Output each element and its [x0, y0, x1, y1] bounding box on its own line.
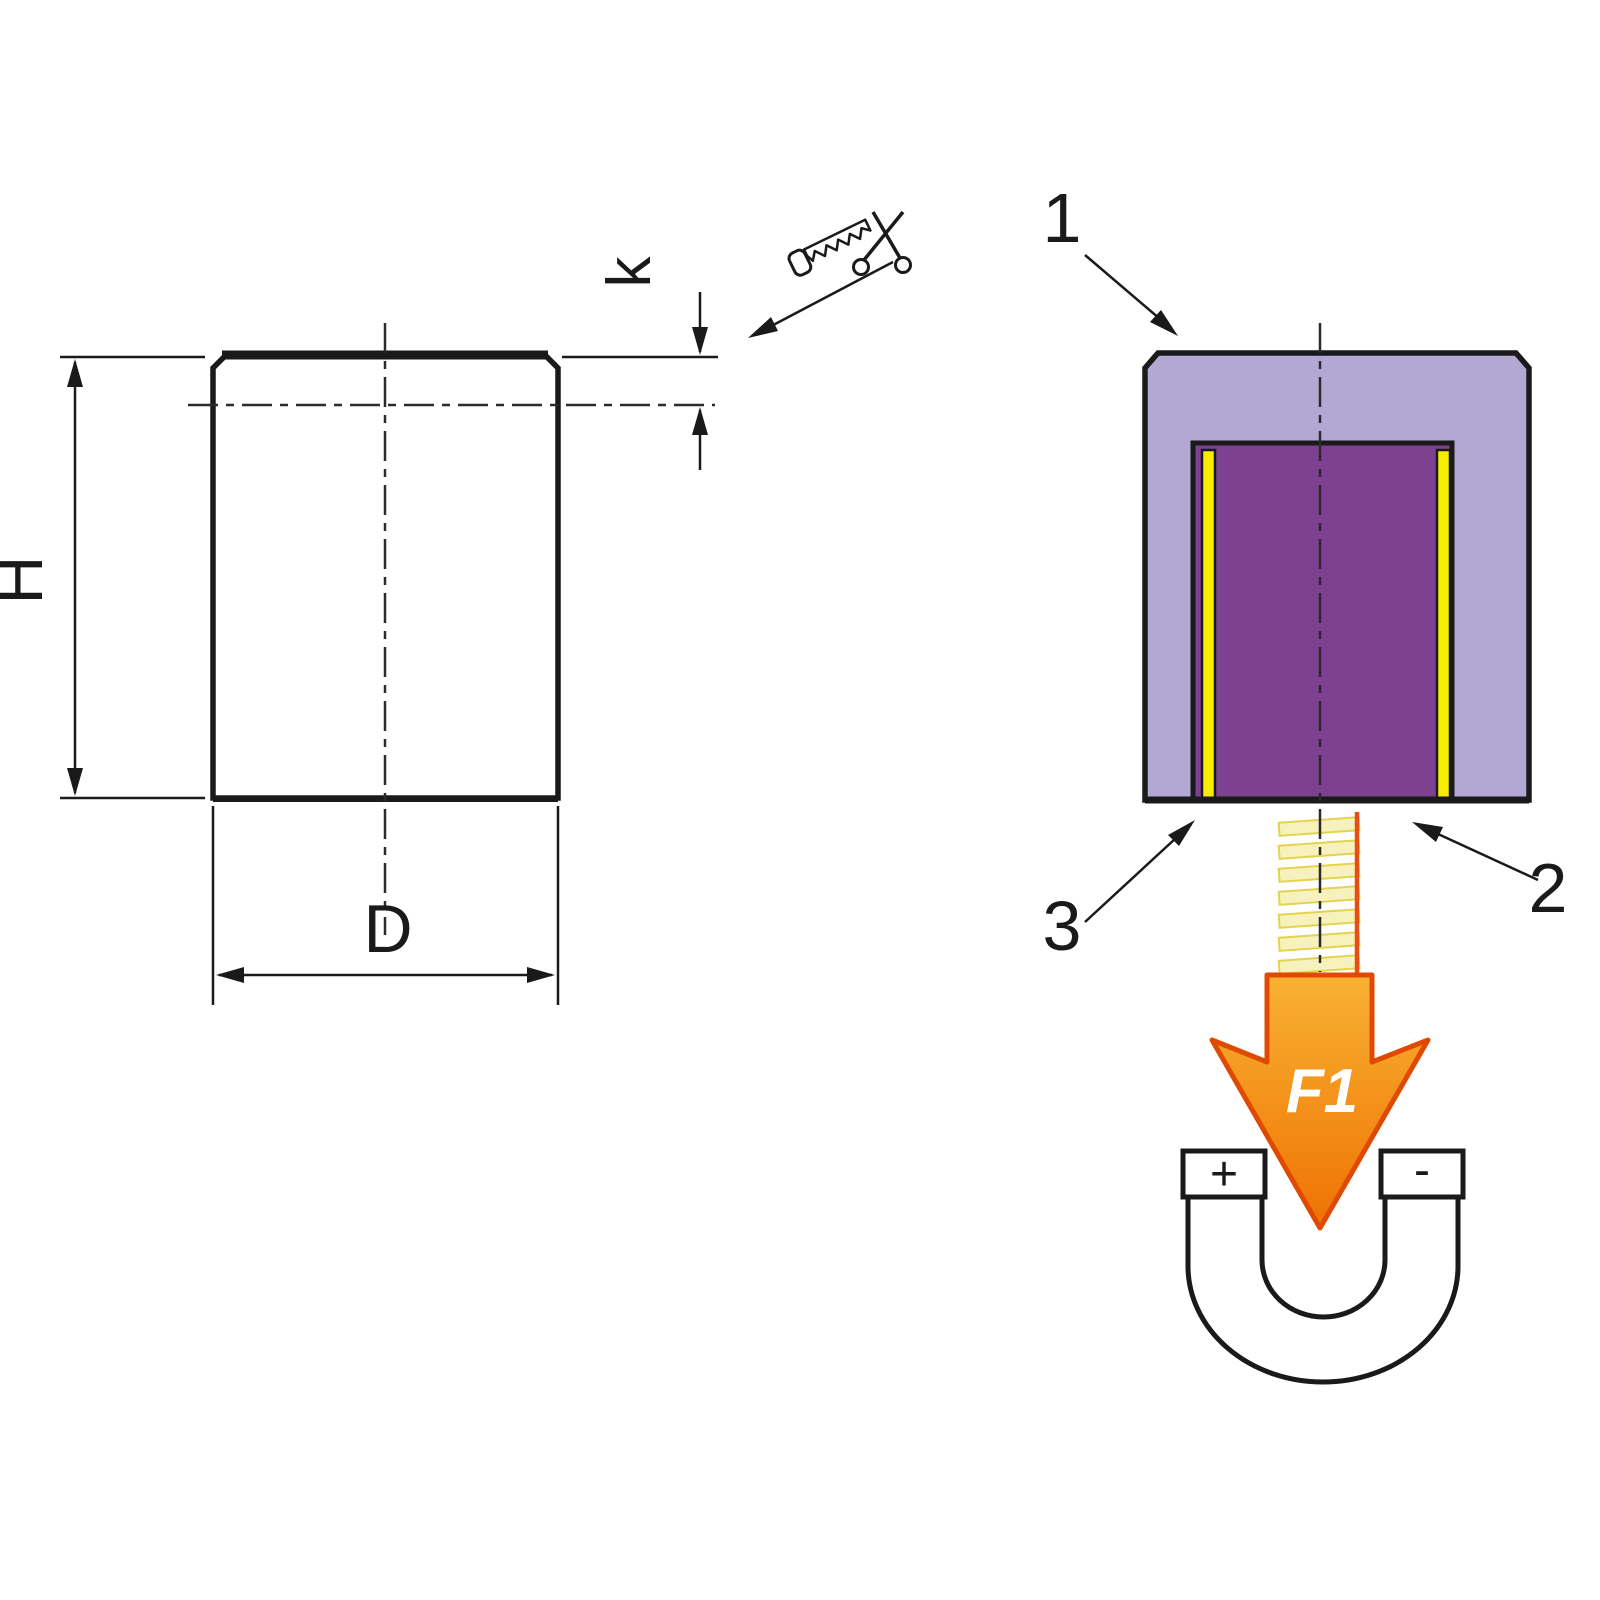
callout-3-label: 3: [1043, 887, 1082, 965]
saw-handle: [787, 248, 813, 277]
force-label: F1: [1286, 1057, 1358, 1126]
leader-arrowhead: [1168, 820, 1195, 846]
h-dimension: H: [0, 355, 205, 800]
leader-line: [759, 260, 894, 334]
leader-arrowhead: [748, 317, 778, 338]
pole-cap-plus: [1180, 1148, 1268, 1200]
leader-line: [1084, 254, 1161, 320]
force-arrow: F1: [1209, 972, 1431, 1231]
force-arrow-shape: [1209, 972, 1431, 1231]
arrowhead-right: [527, 967, 555, 983]
scissors-blade: [862, 210, 905, 262]
arrowhead-left: [216, 967, 244, 983]
arrowhead-up: [67, 359, 83, 387]
leader-line: [1437, 832, 1539, 882]
cross-section-diagram: + - F1 1: [1043, 179, 1567, 1385]
arrowhead-down: [67, 768, 83, 796]
leader-arrowhead: [1150, 310, 1178, 336]
height-label: H: [0, 555, 57, 604]
callout-2: 2: [1412, 822, 1567, 927]
saw-icon: [787, 218, 872, 277]
top-plate-label: k: [595, 256, 664, 288]
diameter-label: D: [363, 891, 412, 967]
saw-blade: [802, 218, 872, 263]
scissors-blade: [871, 211, 902, 259]
scissors-handle: [852, 258, 870, 276]
leader-arrowhead: [1412, 822, 1443, 842]
callout-2-label: 2: [1529, 849, 1568, 927]
leader-line: [1084, 837, 1177, 923]
scissors-icon: [852, 210, 912, 276]
k-dimension: k: [562, 256, 718, 470]
callout-1-label: 1: [1043, 179, 1082, 257]
arrowhead-down: [692, 327, 708, 355]
plus-label: +: [1210, 1148, 1238, 1201]
dimension-drawing: H D k: [0, 210, 912, 1005]
arrowhead-up: [692, 407, 708, 435]
horseshoe-body: [1185, 1192, 1461, 1385]
magnet-core: [1190, 440, 1455, 803]
pole-cap-minus: [1378, 1148, 1466, 1200]
callout-1: 1: [1043, 179, 1178, 336]
scissors-handle: [894, 256, 912, 274]
horseshoe-magnet: + -: [1180, 1144, 1466, 1385]
machining-note: [748, 210, 912, 338]
d-dimension: D: [211, 806, 560, 1005]
minus-label: -: [1414, 1144, 1430, 1197]
callout-3: 3: [1043, 820, 1195, 965]
pole-separator-right: [1435, 448, 1452, 800]
pole-separator-left: [1200, 448, 1217, 800]
